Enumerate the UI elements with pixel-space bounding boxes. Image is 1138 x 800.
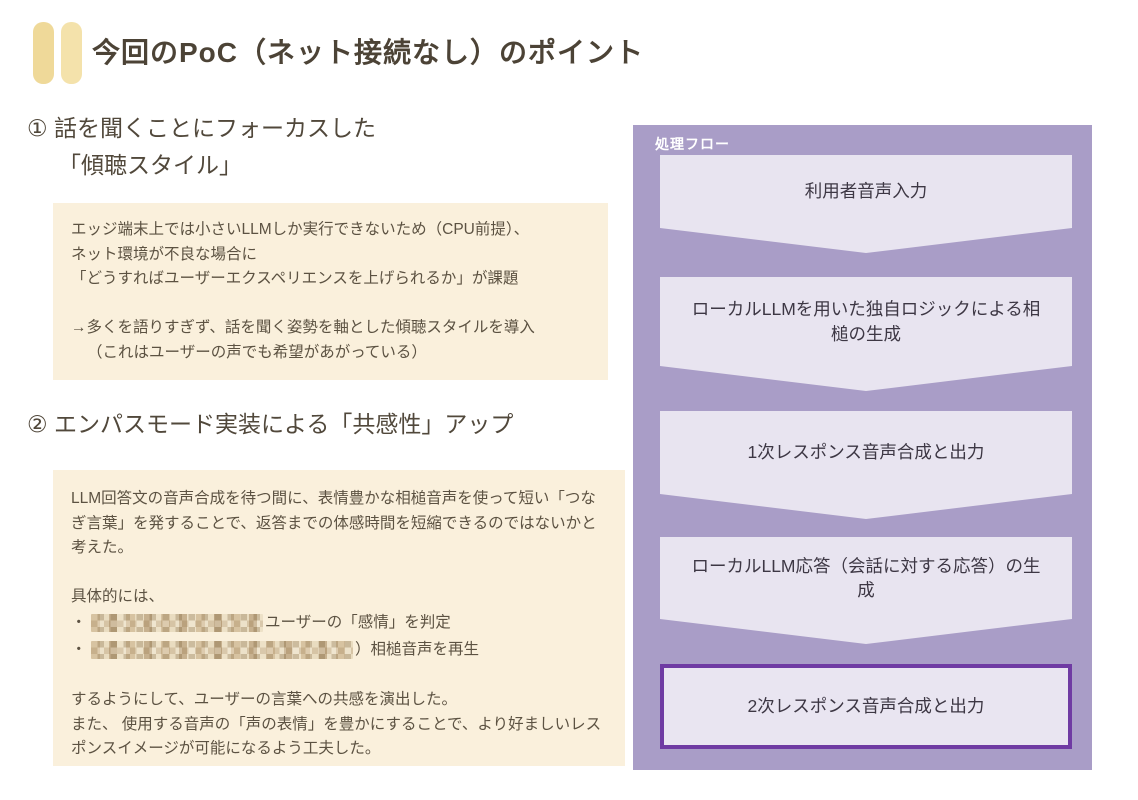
list-intro: 具体的には、 bbox=[71, 588, 165, 605]
blank-line bbox=[71, 664, 607, 689]
section-1-heading: ① 話を聞くことにフォーカスした 「傾聴スタイル」 bbox=[27, 110, 376, 184]
note-paragraph: するようにして、ユーザーの言葉への共感を演出した。 bbox=[71, 691, 457, 708]
flow-step-2: ローカルLLMを用いた独自ロジックによる相槌の生成 bbox=[660, 277, 1072, 391]
note-line: 「どうすればユーザーエクスペリエンスを上げられるか」が課題 bbox=[71, 270, 519, 287]
bullet-text: ）相槌音声を再生 bbox=[355, 640, 480, 658]
flow-step-4: ローカルLLM応答（会話に対する応答）の生成 bbox=[660, 537, 1072, 644]
flow-step-1: 利用者音声入力 bbox=[660, 155, 1072, 253]
redacted-mosaic bbox=[91, 614, 263, 632]
accent-bar-1 bbox=[33, 22, 54, 84]
section-2-heading: ② エンパスモード実装による「共感性」アップ bbox=[27, 411, 514, 437]
note-paragraph: LLM回答文の音声合成を待つ間に、表情豊かな相槌音声を使って短い「つなぎ言葉」を… bbox=[71, 490, 597, 556]
section-1-heading-line2: 「傾聴スタイル」 bbox=[58, 152, 242, 178]
note-line: （これはユーザーの声でも希望があがっている） bbox=[87, 343, 427, 361]
slide-title: 今回のPoC（ネット接続なし）のポイント bbox=[92, 37, 645, 68]
blank-line bbox=[71, 292, 590, 317]
note-line: ネット環境が不良な場合に bbox=[71, 245, 258, 263]
note-box-1: エッジ端末上では小さいLLMしか実行できないため（CPU前提）、 ネット環境が不… bbox=[53, 203, 608, 380]
bullet-item: ・ ）相槌音声を再生 bbox=[71, 637, 607, 664]
section-1-heading-line1: ① 話を聞くことにフォーカスした bbox=[27, 115, 377, 141]
flow-panel-label: 処理フロー bbox=[655, 136, 730, 152]
bullet-marker: ・ bbox=[71, 613, 87, 631]
accent-bar-2 bbox=[61, 22, 82, 84]
note-box-2: LLM回答文の音声合成を待つ間に、表情豊かな相槌音声を使って短い「つなぎ言葉」を… bbox=[53, 470, 625, 766]
flow-steps: 利用者音声入力 ローカルLLMを用いた独自ロジックによる相槌の生成 1次レスポン… bbox=[660, 155, 1072, 749]
title-accent-bars bbox=[33, 22, 82, 84]
flow-step-3: 1次レスポンス音声合成と出力 bbox=[660, 411, 1072, 519]
note-line: エッジ端末上では小さいLLMしか実行できないため（CPU前提）、 bbox=[71, 221, 530, 238]
note-paragraph: また、 使用する音声の「声の表情」を豊かにすることで、より好ましいレスポンスイメ… bbox=[71, 715, 602, 758]
note-line: →多くを語りすぎず、話を聞く姿勢を軸とした傾聴スタイルを導入 bbox=[71, 319, 535, 336]
bullet-item: ・ ユーザーの「感情」を判定 bbox=[71, 610, 607, 637]
bullet-text: ユーザーの「感情」を判定 bbox=[265, 613, 451, 631]
blank-line bbox=[71, 561, 607, 586]
flow-step-5-highlighted: 2次レスポンス音声合成と出力 bbox=[660, 664, 1072, 749]
bullet-marker: ・ bbox=[71, 640, 87, 658]
redacted-mosaic bbox=[91, 641, 353, 659]
flow-panel: 処理フロー 利用者音声入力 ローカルLLMを用いた独自ロジックによる相槌の生成 … bbox=[633, 125, 1092, 770]
